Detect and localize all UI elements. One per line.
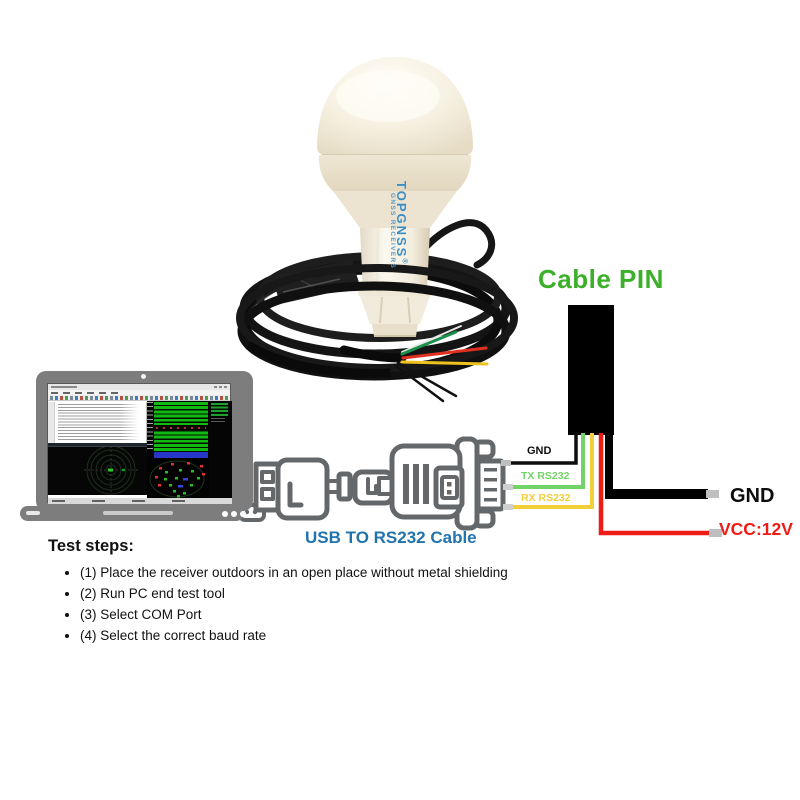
wire-gnd-signal — [510, 433, 578, 465]
satellite-markers-red — [155, 462, 205, 487]
window-controls-icon — [214, 386, 228, 388]
antenna-cable-coil-front — [236, 264, 518, 381]
test-steps-section: Test steps: (1) Place the receiver outdo… — [48, 537, 518, 646]
usb-cable-caption: USB TO RS232 Cable — [305, 528, 477, 547]
label-gnd-power: GND — [730, 485, 775, 507]
satellite-sky-plot — [149, 460, 205, 498]
app-menu-bar — [48, 390, 230, 395]
label-gnd-signal: GND — [527, 445, 552, 457]
db9-connector-icon — [377, 436, 506, 531]
usb-to-rs232-drawing — [235, 436, 506, 531]
base-dot — [222, 511, 228, 517]
log-gutter — [48, 402, 55, 443]
snr-axis-ticks — [147, 402, 153, 452]
satellite-markers-green — [164, 469, 200, 498]
antenna-subtitle-text: GNSS RECEIVERS — [389, 193, 396, 269]
wire-rx-rs232 — [512, 433, 594, 509]
cable-pin-diagram — [501, 305, 722, 537]
cable-body — [568, 305, 614, 435]
laptop-screen — [47, 383, 232, 504]
trackpad-dash — [103, 511, 173, 515]
usb-plug-icon — [253, 457, 359, 521]
satellite-markers-blue — [178, 478, 188, 488]
antenna-skirt — [318, 155, 472, 191]
signal-strength-panel — [147, 401, 209, 458]
base-dot — [240, 511, 246, 517]
toolbar-icons — [50, 396, 228, 400]
snr-blue-bar — [154, 452, 208, 458]
antenna-pigtail-cable — [419, 219, 496, 269]
wire-vcc-12v — [598, 433, 711, 536]
antenna-shoulder — [333, 191, 457, 228]
test-step-item: (2) Run PC end test tool — [80, 583, 518, 604]
cable-pin-title: Cable PIN — [538, 264, 664, 294]
laptop-foot-dash — [26, 511, 40, 515]
label-tx-rs232: TX RS232 — [521, 470, 570, 482]
test-steps-list: (1) Place the receiver outdoors in an op… — [48, 562, 518, 646]
deviation-plot-panel — [48, 443, 147, 495]
label-vcc-12v: VCC:12V — [719, 519, 793, 539]
webcam-dot — [141, 374, 146, 379]
test-steps-heading: Test steps: — [48, 537, 134, 555]
app-status-bar — [48, 498, 232, 504]
test-step-item: (4) Select the correct baud rate — [80, 625, 518, 646]
label-rx-rs232: RX RS232 — [521, 492, 571, 504]
wire-tx-rs232 — [512, 433, 585, 489]
nmea-log-panel — [48, 402, 147, 443]
test-step-item: (3) Select COM Port — [80, 604, 518, 625]
antenna-brand-text: TOPGNSS® — [394, 181, 409, 266]
app-title-bar — [48, 384, 230, 390]
registered-mark: ® — [400, 258, 408, 266]
deviation-plot — [84, 445, 138, 495]
app-toolbar — [48, 395, 230, 401]
base-dot — [231, 511, 237, 517]
antenna-nut — [358, 288, 432, 337]
right-data-panel — [209, 401, 232, 498]
stripped-wire-ends — [339, 325, 489, 403]
satellite-sky-view-panel — [147, 458, 209, 498]
gnss-antenna — [317, 57, 473, 337]
test-step-item: (1) Place the receiver outdoors in an op… — [80, 562, 518, 583]
